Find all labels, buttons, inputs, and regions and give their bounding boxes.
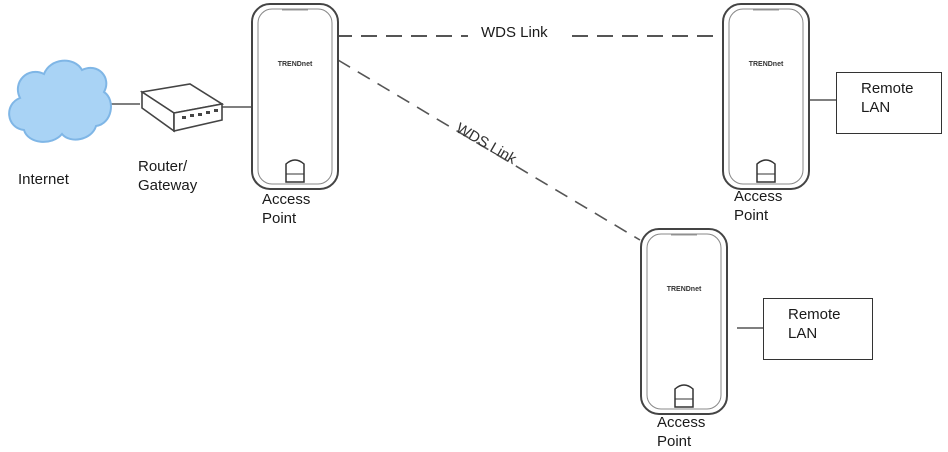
remote-lan-2-label: Remote LAN [788,306,841,342]
wds-link-line-2 [337,59,641,241]
access-point-remote-2-icon: TRENDnet [640,228,728,415]
ap-brand-logo: TRENDnet [667,286,702,293]
router-label: Router/ Gateway [138,158,198,194]
access-point-remote-1-label: Access Point [734,188,783,224]
ap-brand-logo: TRENDnet [278,61,313,68]
internet-label: Internet [18,171,69,188]
remote-lan-2-box: Remote LAN [763,298,873,360]
access-point-main-label: Access Point [262,191,311,227]
internet-cloud-icon [8,59,112,143]
remote-lan-1-label: Remote LAN [861,80,914,116]
ap-brand-logo: TRENDnet [749,61,784,68]
router-icon [139,83,225,133]
remote-lan-1-box: Remote LAN [836,72,942,134]
access-point-remote-2-label: Access Point [657,414,706,450]
wds-link-label-1: WDS Link [481,24,548,41]
wds-link-label-2: WDS Link [453,120,520,168]
access-point-main-icon: TRENDnet [251,3,339,190]
access-point-remote-1-icon: TRENDnet [722,3,810,190]
